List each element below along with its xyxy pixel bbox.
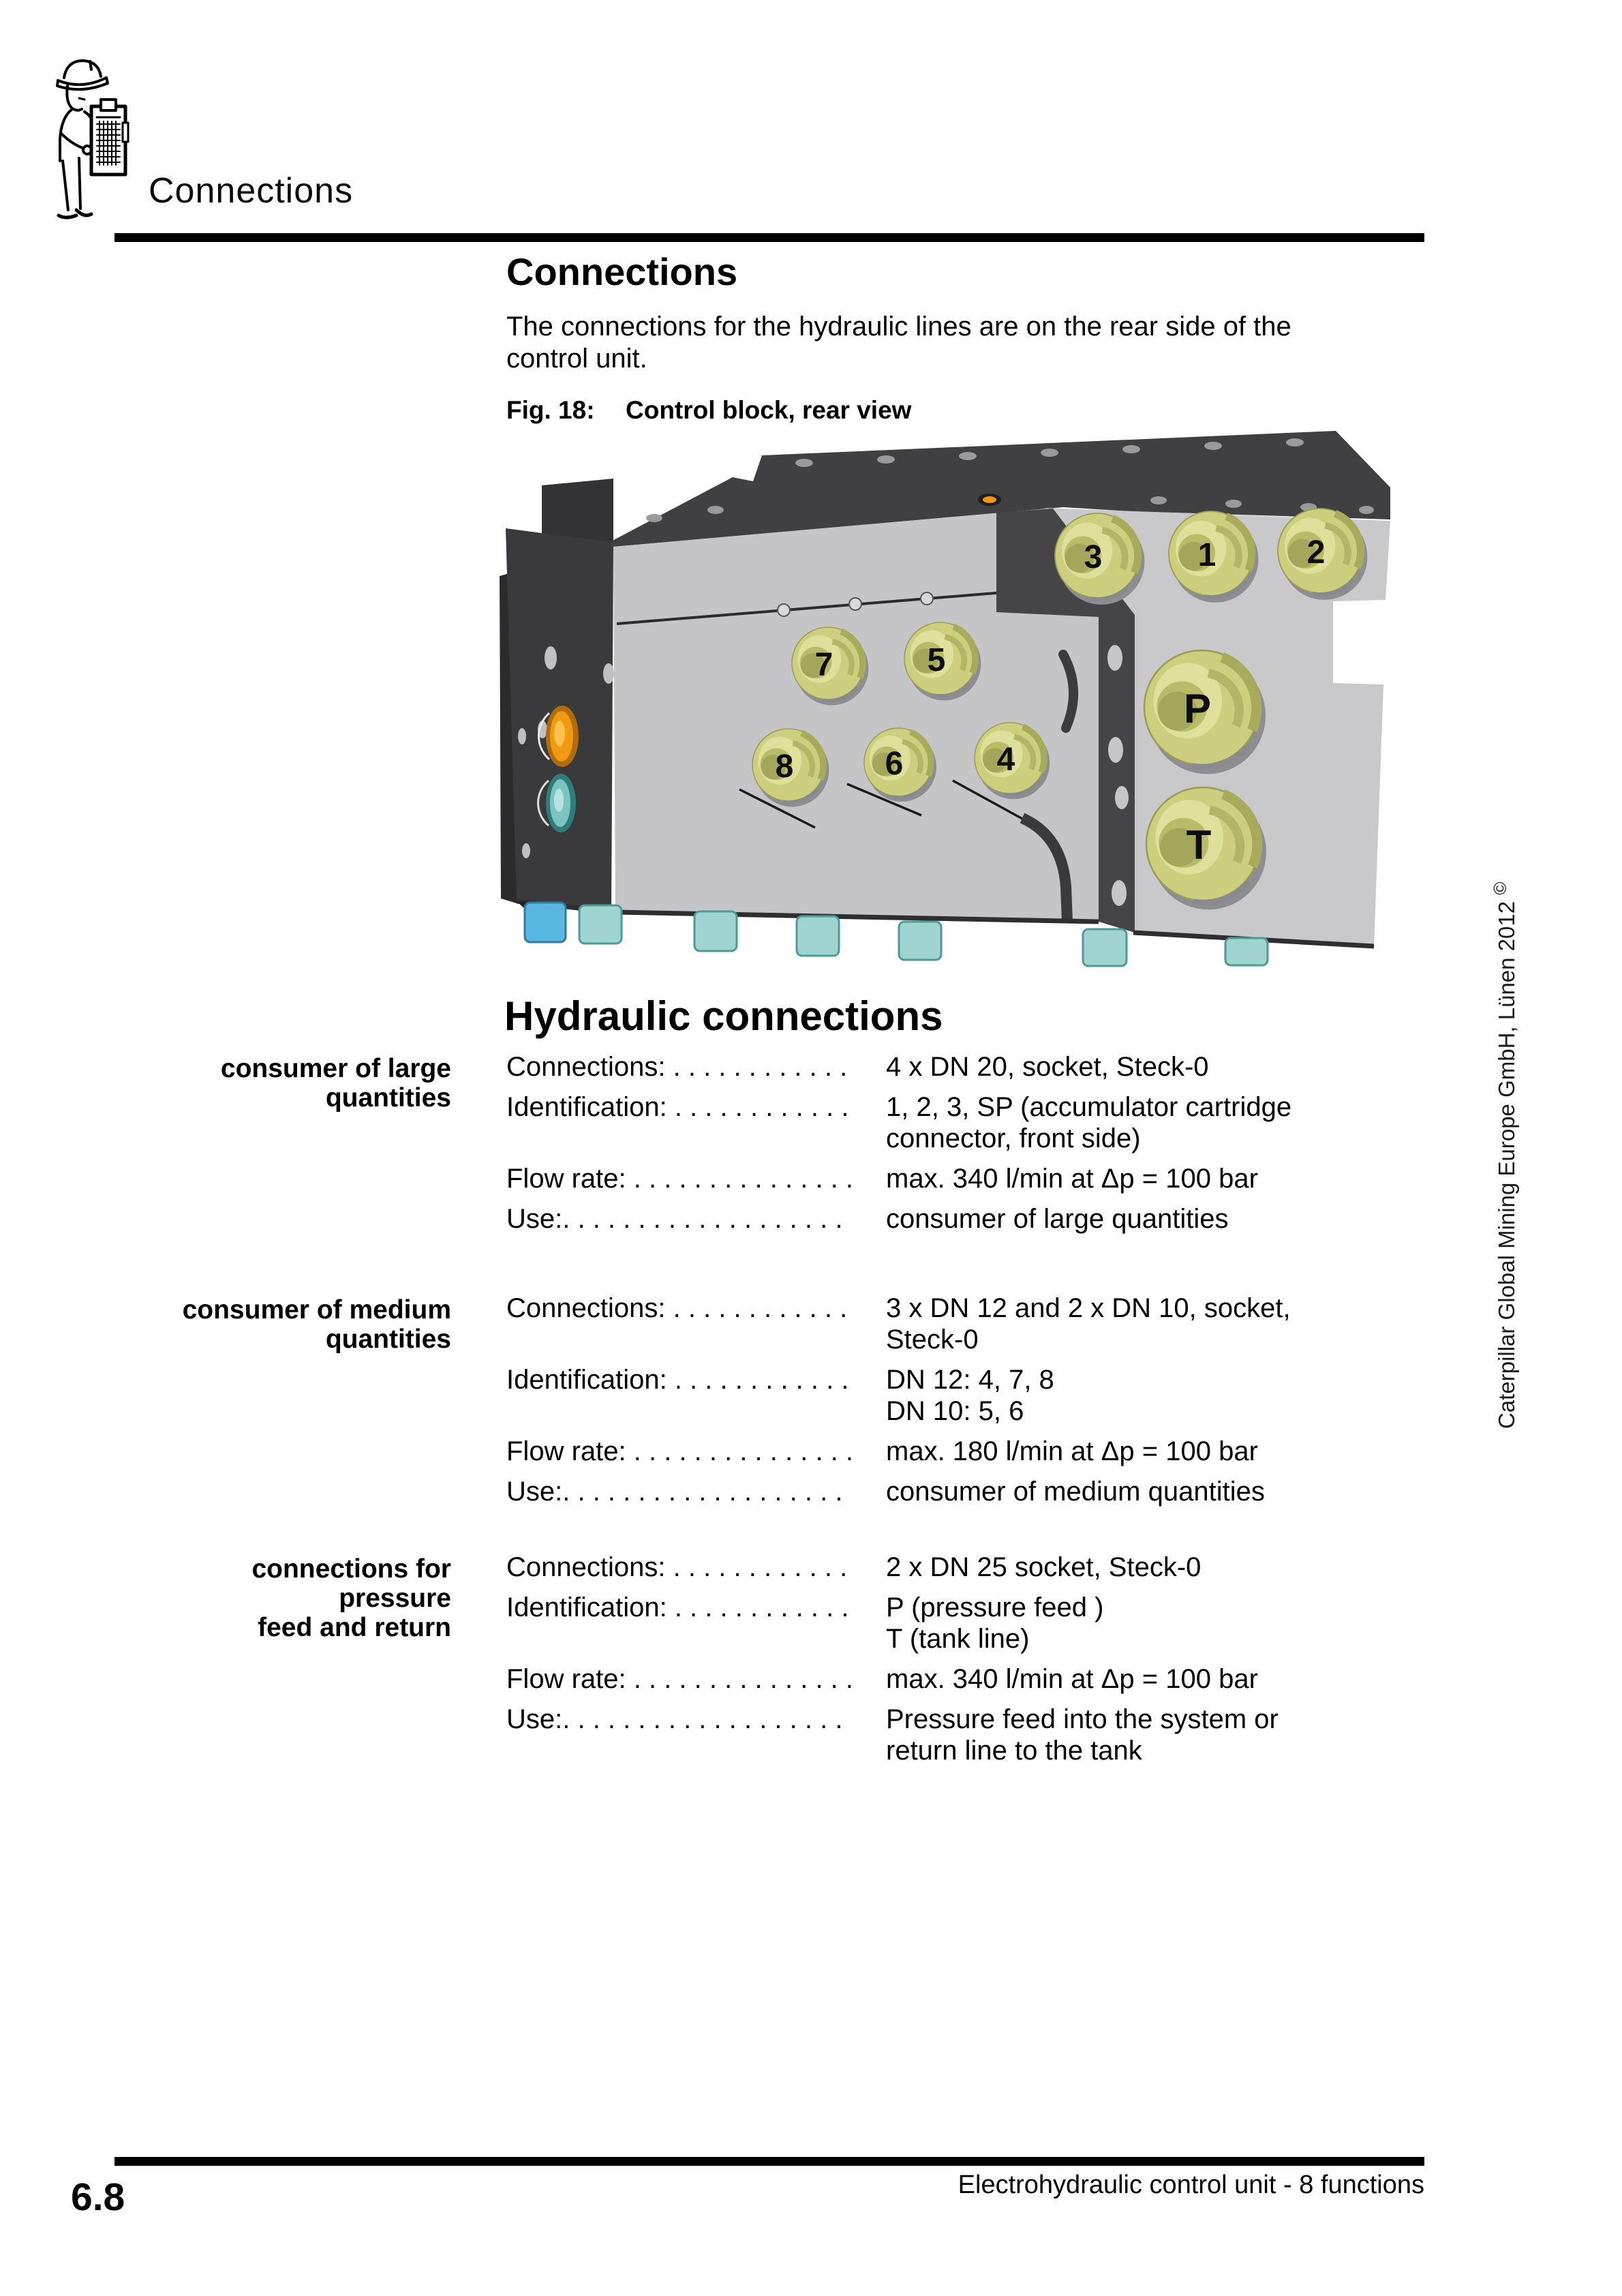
spec-value: 4 x DN 20, socket, Steck-0 (886, 1052, 1209, 1082)
port-label-P: P (1184, 686, 1211, 731)
dot-leader: . . . . . . . . . . . . . . . (633, 1164, 854, 1194)
port-label-7: 7 (815, 647, 833, 683)
spec-value: max. 340 l/min at Δp = 100 bar (886, 1164, 1258, 1194)
page-number: 6.8 (71, 2175, 125, 2219)
spec-label: Use: (506, 1204, 563, 1234)
port-label-2: 2 (1307, 534, 1326, 571)
spec-group-medium-quantities: Connections: . . . . . . . . . . . . 3 x… (506, 1293, 1433, 1516)
dot-leader: . . . . . . . . . . . . . . . . . . . (562, 1704, 843, 1734)
dot-leader: . . . . . . . . . . . . (674, 1365, 849, 1395)
spec-row: Use:. . . . . . . . . . . . . . . . . . … (506, 1704, 1433, 1766)
spec-row: Flow rate: . . . . . . . . . . . . . . .… (506, 1163, 1433, 1194)
spec-row: Use:. . . . . . . . . . . . . . . . . . … (506, 1203, 1433, 1235)
footer-chapter-text: Electrohydraulic control unit - 8 functi… (958, 2171, 1424, 2199)
spec-value: consumer of large quantities (886, 1204, 1229, 1234)
spec-label: Flow rate: (506, 1164, 626, 1194)
page-title: Connections (506, 250, 738, 293)
spec-value: P (pressure feed )T (tank line) (886, 1592, 1104, 1654)
spec-row: Identification: . . . . . . . . . . . . … (506, 1364, 1433, 1427)
control-block-figure: 3 1 2 7 5 8 6 4 P T (500, 431, 1390, 967)
dot-leader: . . . . . . . . . . . . . . . (633, 1664, 854, 1694)
dot-leader: . . . . . . . . . . . . . . . . . . . (562, 1477, 843, 1507)
copyright-symbol: © (1490, 881, 1510, 895)
port-label-6: 6 (885, 746, 904, 782)
port-label-4: 4 (997, 742, 1015, 778)
section-heading: Hydraulic connections (504, 993, 943, 1039)
port-label-3: 3 (1084, 539, 1103, 575)
spec-label: Identification: (506, 1592, 667, 1622)
spec-value: max. 180 l/min at Δp = 100 bar (886, 1436, 1258, 1466)
footer-rule (114, 2157, 1424, 2166)
port-label-8: 8 (776, 749, 794, 785)
spec-label: Use: (506, 1704, 563, 1734)
spec-value: 3 x DN 12 and 2 x DN 10, socket,Steck-0 (886, 1293, 1291, 1355)
port-label-T: T (1187, 822, 1212, 868)
running-header: Connections (149, 171, 354, 211)
dot-leader: . . . . . . . . . . . . (673, 1293, 848, 1323)
dot-leader: . . . . . . . . . . . . (673, 1552, 848, 1582)
spec-row: Connections: . . . . . . . . . . . . 3 x… (506, 1293, 1433, 1355)
worker-clipboard-icon (56, 59, 129, 220)
dot-leader: . . . . . . . . . . . . (674, 1592, 849, 1622)
spec-row: Identification: . . . . . . . . . . . . … (506, 1592, 1433, 1655)
spec-label: Identification: (506, 1092, 667, 1122)
header-rule (114, 233, 1424, 242)
dot-leader: . . . . . . . . . . . . (673, 1052, 848, 1082)
port-label-5: 5 (928, 642, 946, 678)
spec-row: Flow rate: . . . . . . . . . . . . . . .… (506, 1436, 1433, 1467)
spec-group-pressure-feed-return: Connections: . . . . . . . . . . . . 2 x… (506, 1552, 1433, 1775)
spec-label: Flow rate: (506, 1664, 626, 1694)
spec-row: Identification: . . . . . . . . . . . . … (506, 1091, 1433, 1154)
copyright-text: Caterpillar Global Mining Europe GmbH, L… (1494, 901, 1519, 1429)
spec-value: consumer of medium quantities (886, 1477, 1265, 1507)
dot-leader: . . . . . . . . . . . . . . . (633, 1436, 854, 1466)
spec-label: Flow rate: (506, 1436, 626, 1466)
spec-label: Identification: (506, 1365, 667, 1395)
copyright-sidebar: Caterpillar Global Mining Europe GmbH, L… (1490, 882, 1520, 1429)
spec-row: Connections: . . . . . . . . . . . . 4 x… (506, 1051, 1433, 1083)
dot-leader: . . . . . . . . . . . . (674, 1092, 849, 1122)
spec-label: Connections: (506, 1293, 666, 1323)
spec-value: 2 x DN 25 socket, Steck-0 (886, 1552, 1202, 1582)
figure-caption-text: Control block, rear view (626, 396, 912, 424)
dot-leader: . . . . . . . . . . . . . . . . . . . (562, 1204, 843, 1234)
figure-label: Fig. 18: (506, 396, 595, 424)
figure-caption: Fig. 18: Control block, rear view (506, 396, 911, 425)
spec-label: Connections: (506, 1552, 666, 1582)
spec-label: Connections: (506, 1052, 666, 1082)
intro-paragraph: The connections for the hydraulic lines … (506, 312, 1291, 374)
port-label-1: 1 (1198, 537, 1216, 573)
spec-row: Connections: . . . . . . . . . . . . 2 x… (506, 1552, 1433, 1583)
spec-label: Use: (506, 1477, 563, 1507)
spec-group-large-quantities: Connections: . . . . . . . . . . . . 4 x… (506, 1051, 1433, 1243)
spec-row: Use:. . . . . . . . . . . . . . . . . . … (506, 1476, 1433, 1507)
spec-value: max. 340 l/min at Δp = 100 bar (886, 1664, 1258, 1694)
spec-row: Flow rate: . . . . . . . . . . . . . . .… (506, 1663, 1433, 1695)
